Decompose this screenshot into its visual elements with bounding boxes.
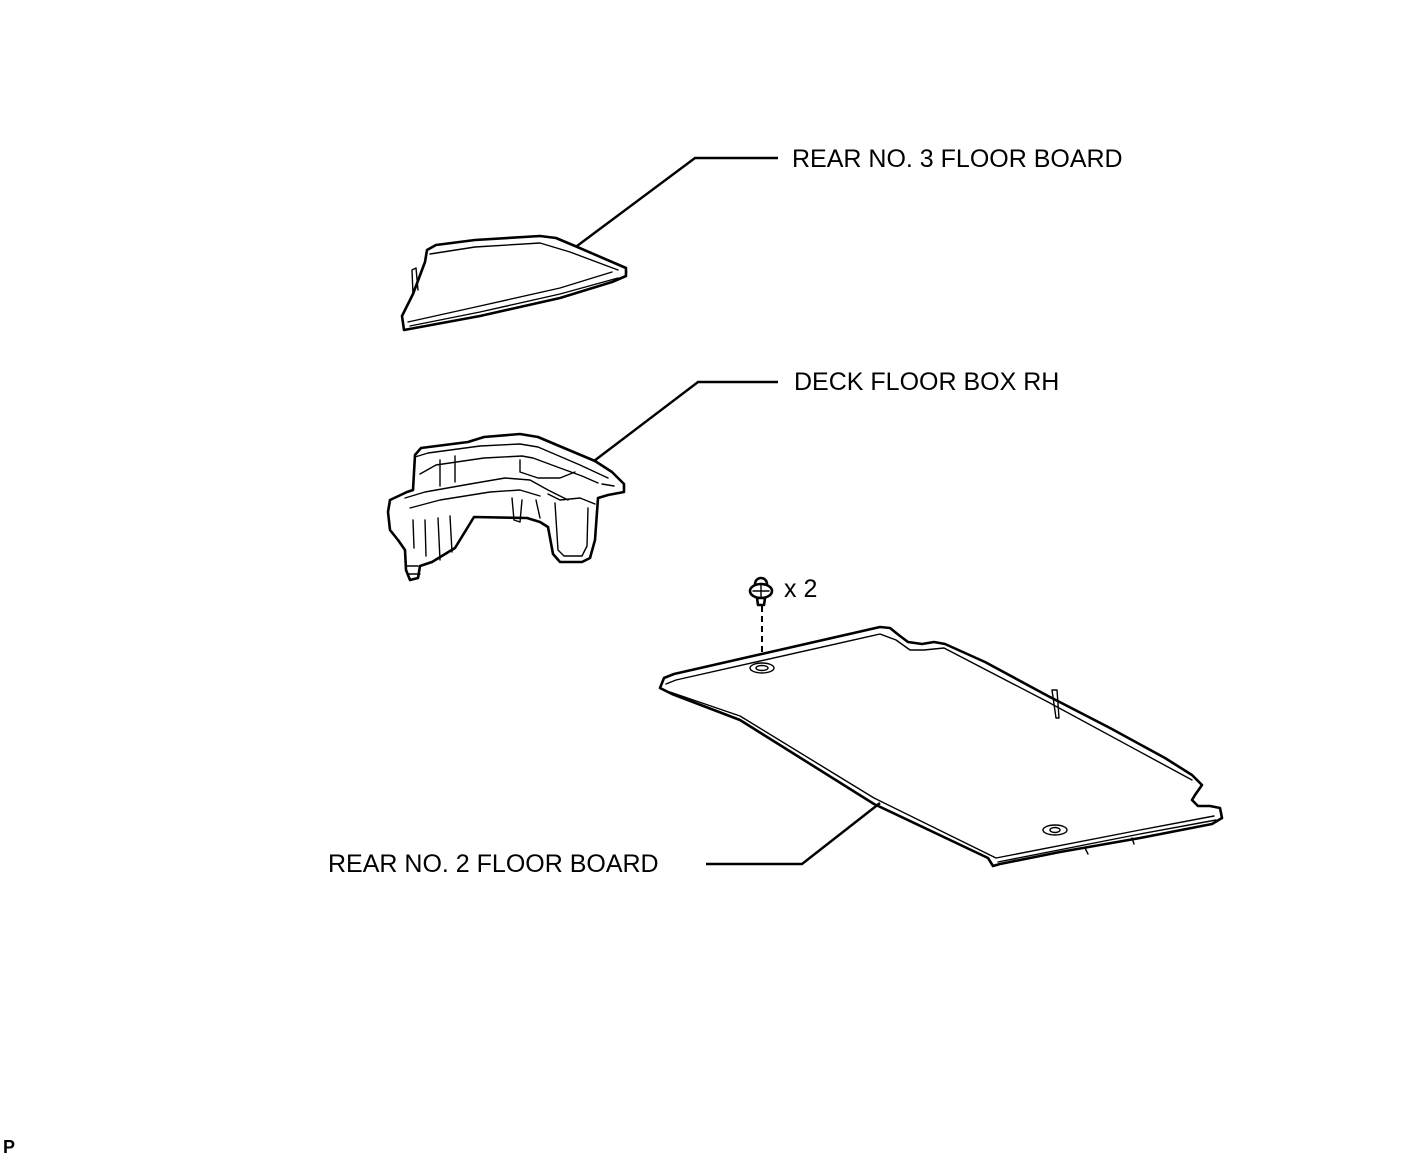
rear-no3-floor-board-label: REAR NO. 3 FLOOR BOARD — [792, 145, 1123, 173]
rear-no2-leader — [706, 802, 881, 866]
deck-box-leader — [593, 380, 778, 462]
clip-quantity-label: x 2 — [784, 575, 818, 603]
rear-no2-floor-board-label: REAR NO. 2 FLOOR BOARD — [328, 850, 659, 878]
deck-floor-box-rh — [386, 432, 626, 582]
rear-no3-floor-board — [400, 234, 628, 332]
clip-fastener — [748, 576, 774, 664]
rear-no3-leader — [576, 156, 778, 247]
deck-floor-box-rh-label: DECK FLOOR BOX RH — [794, 368, 1060, 396]
rear-no2-floor-board — [658, 625, 1224, 868]
corner-mark: P — [3, 1137, 16, 1157]
